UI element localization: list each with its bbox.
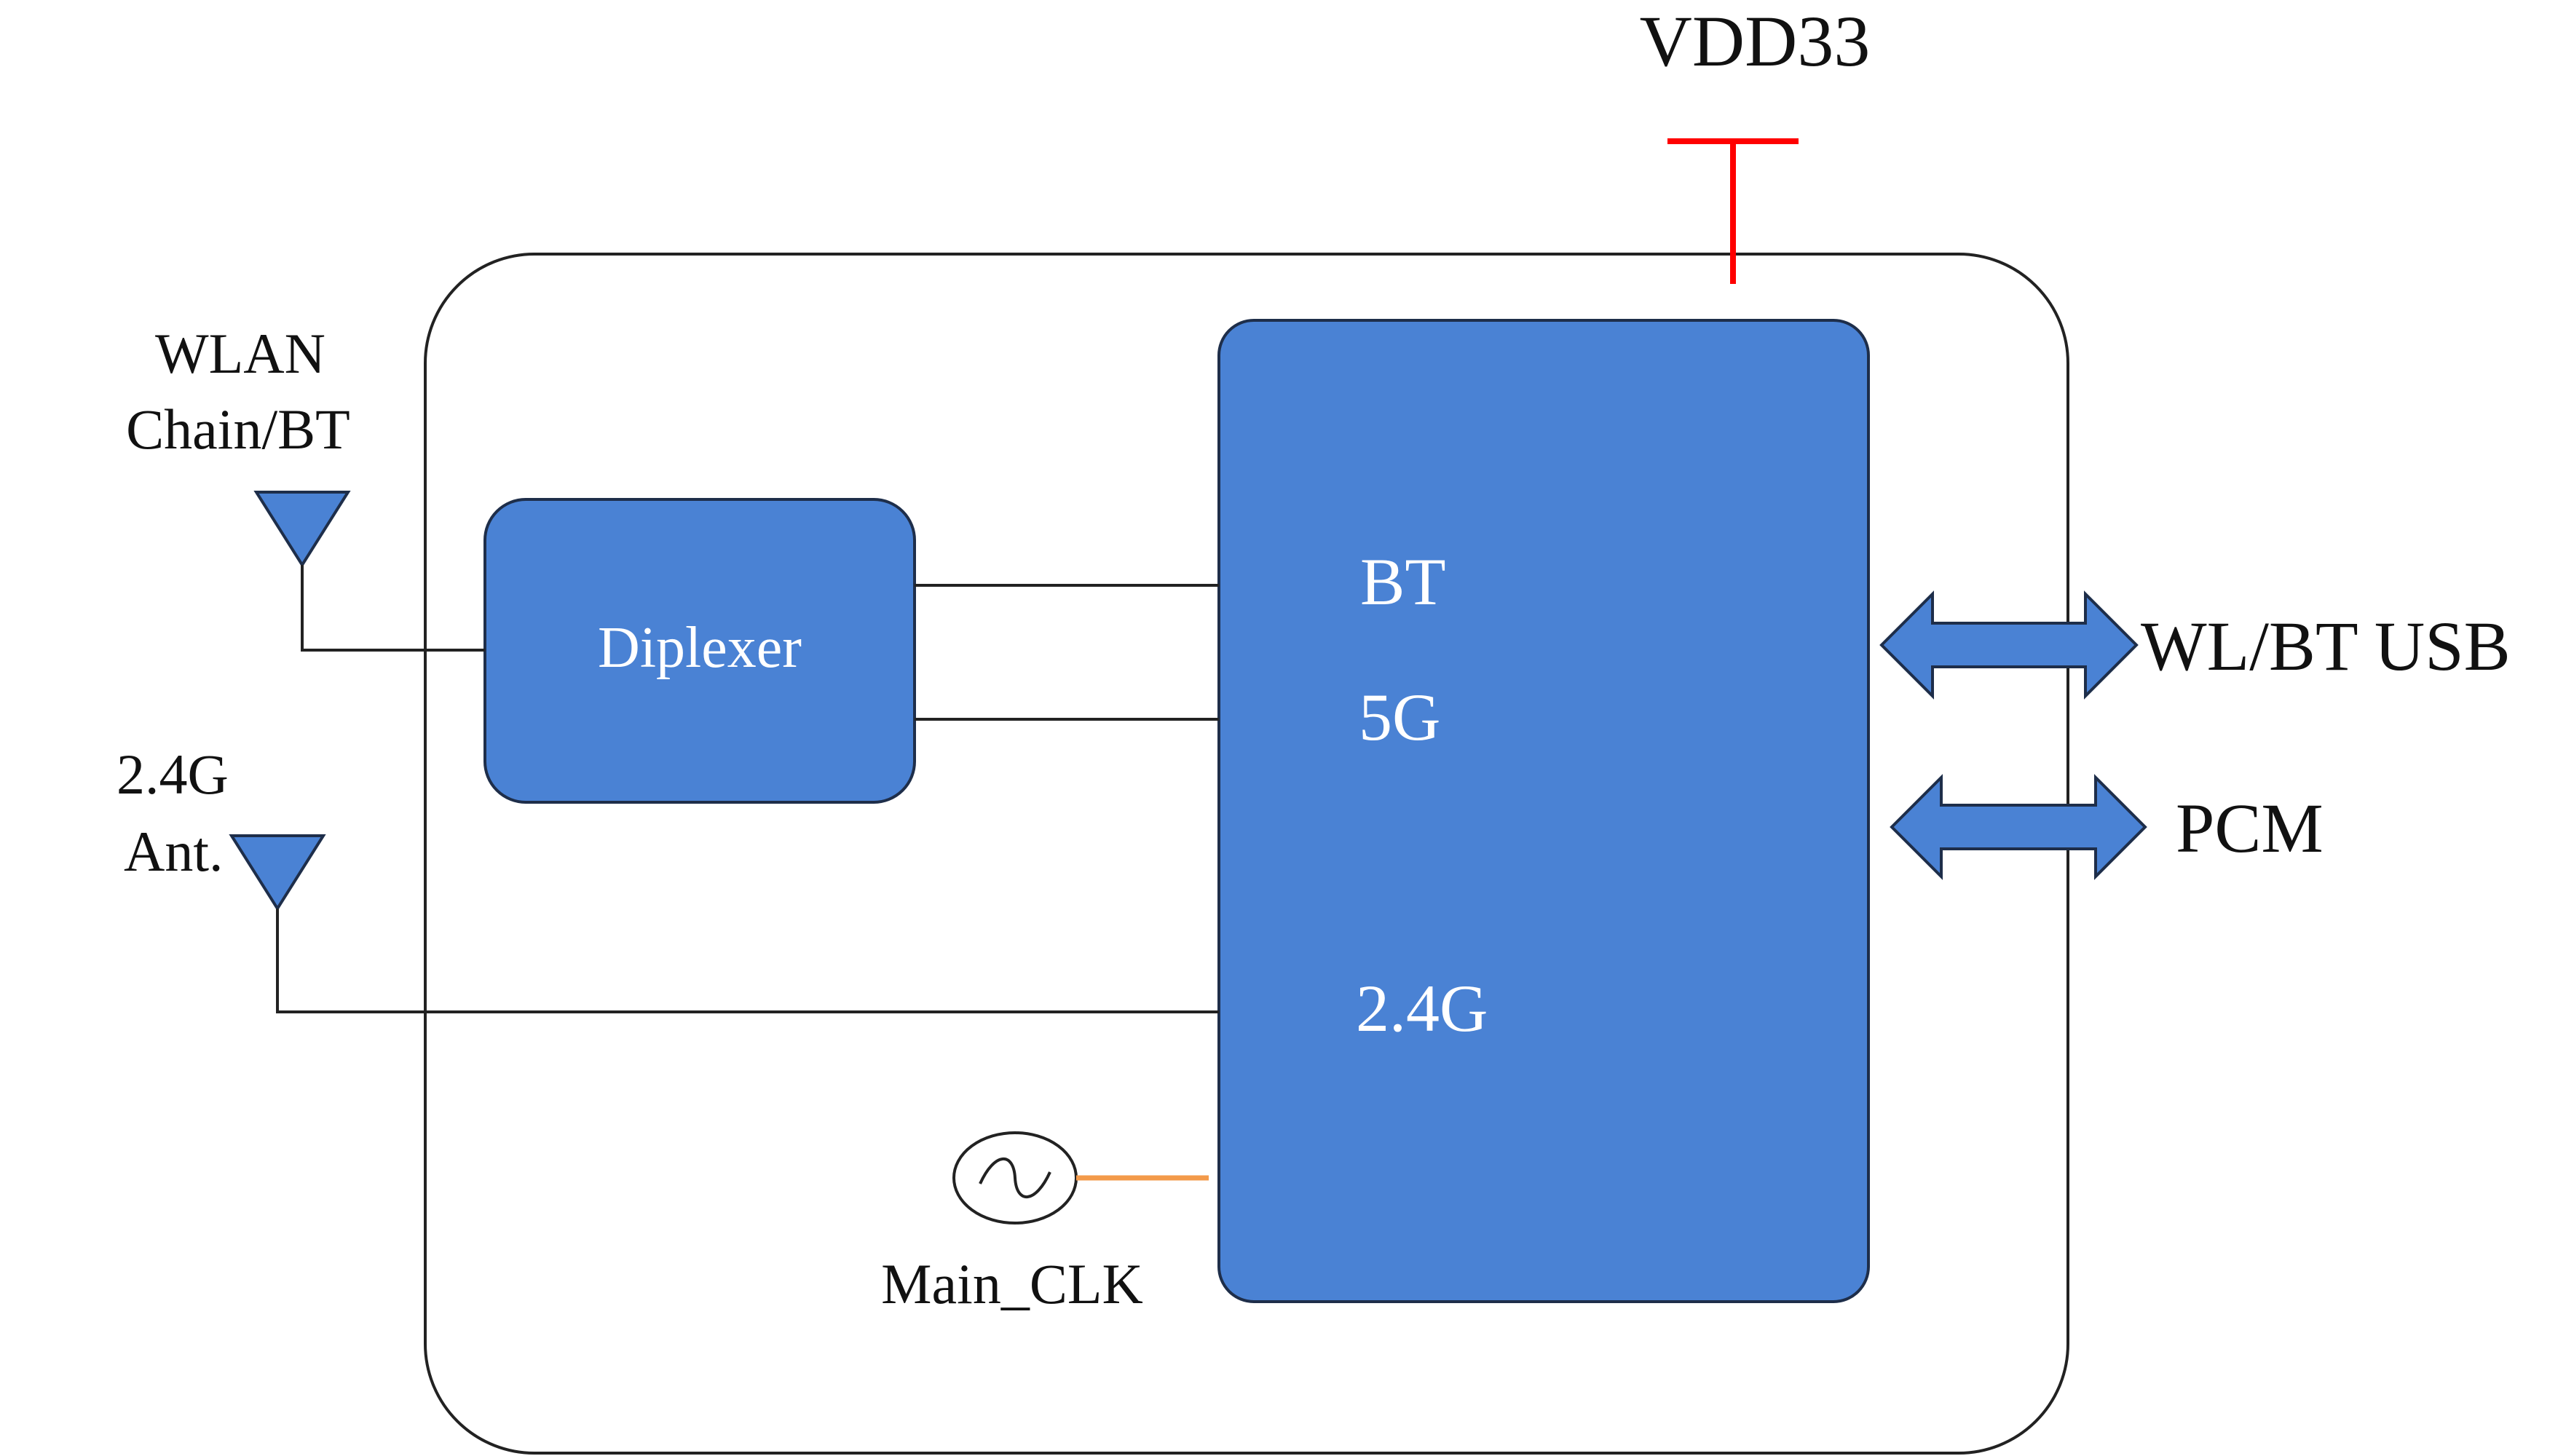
power-label: VDD33 <box>1640 1 1871 82</box>
usb-double-arrow-icon <box>1879 590 2139 700</box>
diplexer-label: Diplexer <box>598 616 802 680</box>
chip-block <box>1217 319 1870 1303</box>
wlan-antenna-label-line1: WLAN <box>155 322 325 385</box>
wlan-antenna-label-line2: Chain/BT <box>126 397 350 461</box>
wlan-antenna-line <box>301 565 485 652</box>
g24-antenna-line <box>276 909 1219 1013</box>
chip-bt-label: BT <box>1360 545 1446 619</box>
g24-antenna-icon <box>229 834 326 911</box>
pcm-double-arrow-icon <box>1890 774 2147 880</box>
pcm-interface-label: PCM <box>2176 789 2324 867</box>
power-supply-symbol <box>1667 138 1799 284</box>
oscillator-icon <box>952 1131 1078 1224</box>
clock-label: Main_CLK <box>881 1252 1143 1315</box>
module-outline <box>424 253 2069 1455</box>
wlan-antenna-icon <box>253 491 351 568</box>
g24-antenna-label-line1: 2.4G <box>117 743 229 806</box>
g24-antenna-label-line2: Ant. <box>124 820 224 883</box>
chip-24g-label: 2.4G <box>1356 971 1488 1045</box>
usb-interface-label: WL/BT USB <box>2141 607 2511 685</box>
chip-5g-label: 5G <box>1359 680 1440 754</box>
